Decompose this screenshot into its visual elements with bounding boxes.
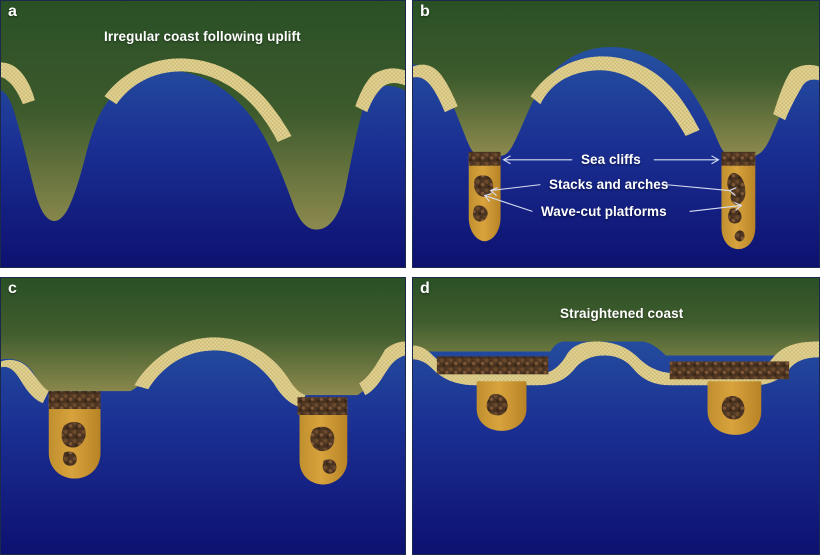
beach-sand-band-right	[355, 68, 405, 113]
arrowhead-sea-cliffs-right	[711, 155, 720, 165]
stack-right	[310, 426, 335, 452]
sea-cliff-right	[297, 397, 348, 416]
remnant-bay-left	[476, 381, 527, 431]
sea-cliff-left	[48, 391, 101, 410]
leader-wavecut-left	[484, 195, 533, 212]
arrowhead-wavecut-left	[483, 193, 492, 202]
land-mass	[1, 1, 405, 230]
stack-small-right	[734, 230, 745, 242]
panel-a-letter: a	[8, 3, 18, 20]
panel-c-graphic	[1, 278, 405, 554]
stack-left	[61, 421, 86, 448]
annotation-arrowheads	[483, 155, 743, 211]
sea-cliff-right	[721, 151, 756, 166]
beach-sand-band-right	[359, 341, 405, 396]
panel-d-letter: d	[420, 280, 430, 297]
sea-cliff-right	[669, 361, 790, 380]
stack-right	[721, 395, 745, 420]
land-mass	[413, 1, 819, 156]
sea-cliff-left	[468, 151, 501, 166]
stack-left	[473, 175, 494, 197]
panel-b: b Sea cliffs Stacks and arches Wave-cut …	[412, 0, 820, 268]
wave-cut-platform-right	[721, 151, 756, 250]
stack-right	[727, 172, 746, 205]
panel-d-title: Straightened coast	[560, 306, 684, 321]
panel-a: a Irregular coast following uplift	[0, 0, 406, 268]
beach-sand-band-left	[1, 359, 49, 404]
panel-b-graphic	[413, 1, 819, 267]
land-mass	[413, 278, 819, 356]
arch-right	[322, 459, 337, 474]
beach-sand-band-center	[104, 58, 292, 142]
arrowhead-stacks-right	[728, 187, 737, 196]
panel-a-graphic	[1, 1, 405, 267]
arch-right	[728, 208, 742, 224]
panel-c-letter: c	[8, 280, 18, 297]
sea-cliff-left	[436, 356, 549, 375]
arrowhead-sea-cliffs-left	[502, 155, 511, 165]
leader-wavecut-right	[689, 204, 742, 212]
panel-b-letter: b	[420, 3, 430, 20]
arch-left	[472, 205, 488, 222]
beach-sand-band-center	[530, 56, 700, 136]
beach-sand-band	[1, 62, 35, 105]
remnant-bay-right	[707, 381, 762, 435]
panel-a-title: Irregular coast following uplift	[104, 29, 301, 44]
arrowhead-wavecut-right	[734, 201, 743, 211]
stack-left	[486, 394, 508, 416]
annotation-leaders	[484, 159, 742, 212]
wave-cut-platform-left	[468, 151, 501, 242]
beach-sand-band-center	[134, 337, 306, 408]
leader-stacks-left	[490, 184, 541, 192]
panel-d-graphic	[413, 278, 819, 554]
wave-cut-platform-right	[297, 397, 348, 485]
arch-left	[62, 451, 77, 466]
platform-body-left	[468, 155, 501, 242]
beach-sand-band-right	[773, 64, 819, 121]
leader-stacks-right	[665, 184, 730, 192]
beach-sand-band-left	[413, 64, 458, 113]
land-mass	[1, 278, 405, 396]
panel-c: c	[0, 277, 406, 555]
arrowhead-stacks-left	[489, 187, 498, 196]
wave-cut-platform-left	[48, 391, 101, 479]
panel-d: d Straightened coast	[412, 277, 820, 555]
